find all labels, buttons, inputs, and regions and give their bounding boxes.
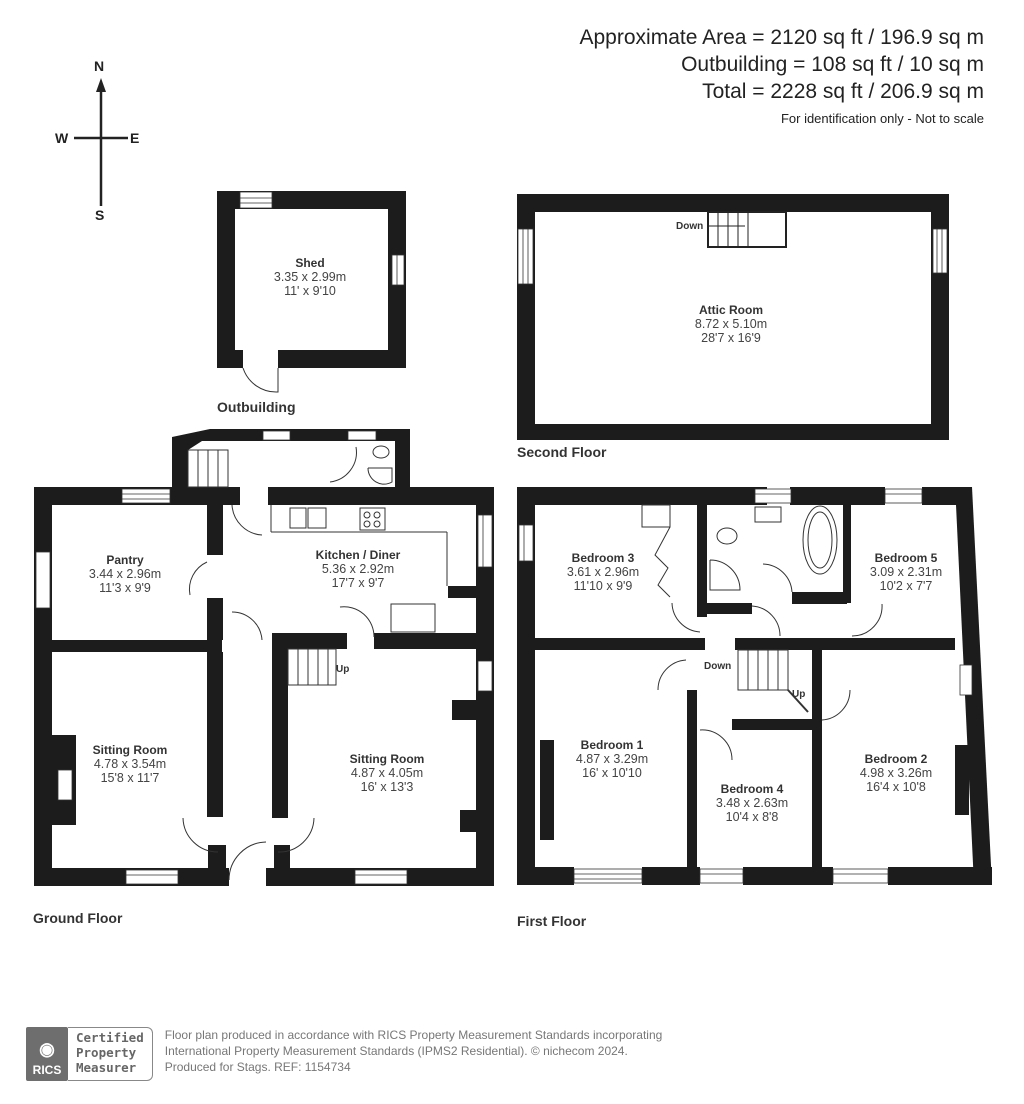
approximate-area: Approximate Area = 2120 sq ft / 196.9 sq… <box>579 26 985 49</box>
ground-floor-label: Ground Floor <box>33 910 123 926</box>
second-floor-label: Second Floor <box>517 444 607 460</box>
attic-stairs <box>707 211 787 248</box>
footer-disclaimer: Floor plan produced in accordance with R… <box>164 1028 663 1074</box>
room-sitting-room-right: Sitting Room 4.87 x 4.05m 16' x 13'3 <box>349 752 425 794</box>
first-floor-windows <box>518 488 973 884</box>
attic-stairs-down-label: Down <box>676 221 704 232</box>
shed-windows <box>239 191 405 286</box>
room-pantry: Pantry 3.44 x 2.96m 11'3 x 9'9 <box>88 553 162 595</box>
outbuilding-area: Outbuilding = 108 sq ft / 10 sq m <box>681 53 984 76</box>
rics-logo: ◉ RICS <box>26 1027 68 1081</box>
room-kitchen-diner: Kitchen / Diner 5.36 x 2.92m 17'7 x 9'7 <box>315 548 401 590</box>
disclaimer: For identification only - Not to scale <box>780 111 984 126</box>
rics-lion-icon: ◉ <box>39 1039 55 1059</box>
footer: ◉ RICS Certified Property Measurer Floor… <box>26 1027 662 1081</box>
ground-floor-fixtures <box>182 445 448 881</box>
attic-windows <box>517 228 948 285</box>
first-floor-label: First Floor <box>517 913 587 929</box>
room-bedroom-1: Bedroom 1 4.87 x 3.29m 16' x 10'10 <box>575 738 649 780</box>
first-floor-walls <box>517 487 992 885</box>
first-stairs-down-label: Down <box>704 661 732 672</box>
room-attic: Attic Room 8.72 x 5.10m 28'7 x 16'9 <box>694 303 768 345</box>
room-bedroom-4: Bedroom 4 3.48 x 2.63m 10'4 x 8'8 <box>715 782 789 824</box>
room-bedroom-3: Bedroom 3 3.61 x 2.96m 11'10 x 9'9 <box>566 551 640 593</box>
room-bedroom-2: Bedroom 2 4.98 x 3.26m 16'4 x 10'8 <box>859 752 933 794</box>
ground-floor-walls <box>34 429 494 886</box>
certified-measurer-badge: Certified Property Measurer <box>68 1027 153 1081</box>
total-area: Total = 2228 sq ft / 206.9 sq m <box>702 80 984 103</box>
ground-stairs-up-label: Up <box>336 664 350 675</box>
area-summary: Approximate Area = 2120 sq ft / 196.9 sq… <box>580 24 985 126</box>
compass-east: E <box>130 130 140 146</box>
compass-west: W <box>55 130 69 146</box>
first-stairs-up-label: Up <box>792 689 806 700</box>
compass-north: N <box>94 58 105 74</box>
room-bedroom-5: Bedroom 5 3.09 x 2.31m 10'2 x 7'7 <box>869 551 943 593</box>
shed-door <box>242 367 279 393</box>
compass-south: S <box>95 207 105 223</box>
room-shed: Shed 3.35 x 2.99m 11' x 9'10 <box>273 256 347 298</box>
ground-floor-windows <box>35 430 493 885</box>
compass-icon <box>74 78 128 206</box>
outbuilding-label: Outbuilding <box>217 399 296 415</box>
room-sitting-room-left: Sitting Room 4.78 x 3.54m 15'8 x 11'7 <box>92 743 168 785</box>
first-floor-fixtures <box>641 504 883 761</box>
